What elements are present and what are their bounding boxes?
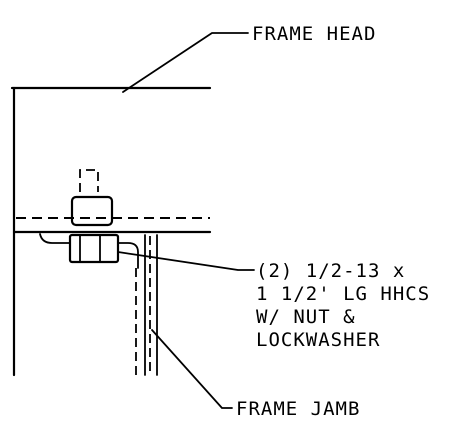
clip-angle (39, 233, 139, 269)
fastener-label-line-3: W/ NUT & (256, 306, 356, 328)
leader-lines (117, 32, 255, 409)
fastener-label-line-1: (2) 1/2-13 x (256, 260, 405, 282)
frame-head-label: FRAME HEAD (252, 23, 376, 45)
frame-jamb-label: FRAME JAMB (236, 398, 360, 420)
frame-head (10, 86, 212, 377)
fastener-label-line-2: 1 1/2' LG HHCS (256, 283, 430, 305)
fastener-label-line-4: LOCKWASHER (256, 329, 380, 351)
bolt-head (70, 195, 114, 227)
